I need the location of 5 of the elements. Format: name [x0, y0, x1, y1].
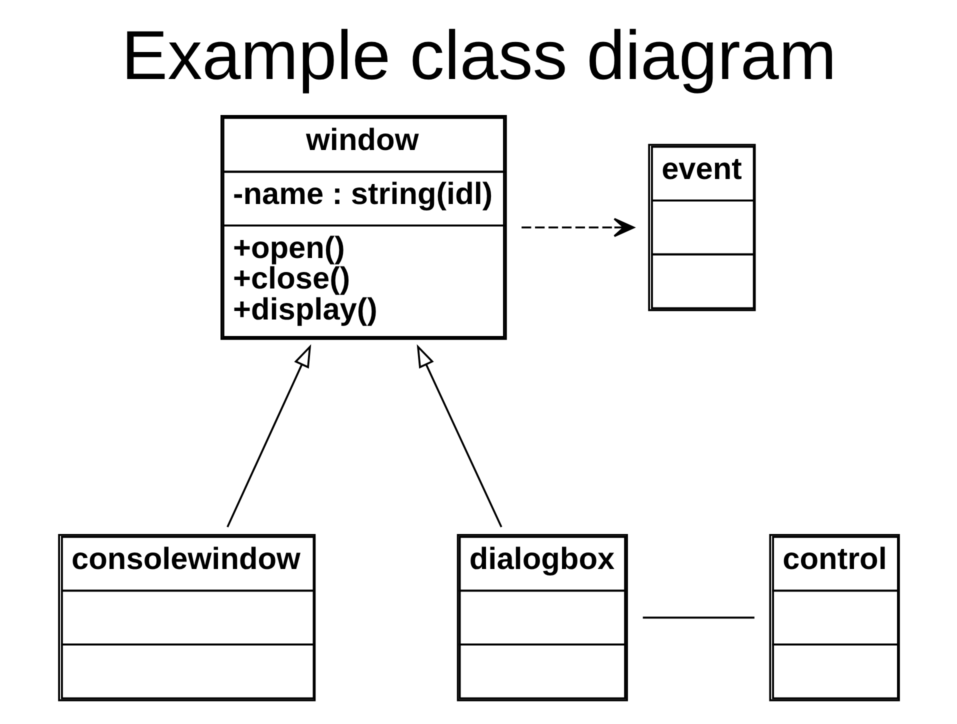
arrow — [226, 344, 311, 528]
diagram-title: Example class diagram — [120, 16, 836, 94]
connector — [642, 616, 754, 619]
arrow — [521, 218, 634, 238]
arrow — [416, 344, 502, 528]
